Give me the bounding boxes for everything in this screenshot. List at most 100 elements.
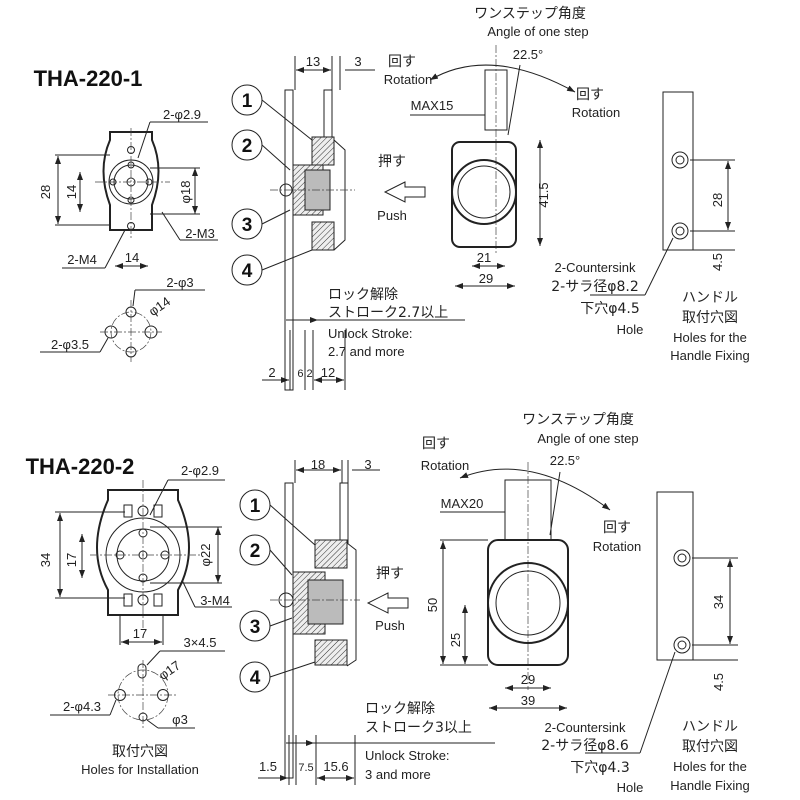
bottom-dim-1: 1.5 [259,759,277,774]
callout-2: 2 [250,541,261,562]
fixing-title-en-2: Handle Fixing [670,348,750,363]
callout-2: 2 [242,136,253,157]
height-dim: 28 [38,185,53,199]
front-view [55,121,218,269]
part-callouts: 1 2 3 4 [231,84,263,286]
rotation-right-en: Rotation [572,105,620,120]
dim-a: 18 [311,457,325,472]
unlock-en-2: 3 and more [365,767,431,782]
installation-holes [40,289,205,362]
height-dim: 34 [38,553,53,567]
tha-220-1-section: THA-220-1 2-φ2.9 28 14 φ18 2-M3 2-M4 14 … [34,6,750,391]
callout-4: 4 [250,668,261,689]
handle-view [410,45,576,289]
angle-value: 22.5° [513,47,544,62]
large-holes-label: 2-φ3.5 [51,337,89,352]
hole-jp: 下穴φ4.3 [570,760,630,776]
angle-jp: ワンステップ角度 [522,412,634,428]
push-en: Push [375,618,405,633]
push-en: Push [377,208,407,223]
tha-220-2-section: THA-220-2 2-φ2.9 34 17 φ22 3-M4 17 3×4.5 [26,412,750,795]
inner-height-dim: 17 [64,553,79,567]
installation-holes [50,650,225,730]
fixing-title-jp-1: ハンドル [682,290,738,306]
bottom-dim-3: 15.6 [323,759,348,774]
model-title: THA-220-2 [26,454,135,479]
width-dim: 17 [133,626,147,641]
model-title: THA-220-1 [34,66,143,91]
fixing-title-jp-1: ハンドル [682,719,738,735]
fixing-title-en-1: Holes for the [673,330,747,345]
install-title-jp: 取付穴図 [112,744,168,760]
hole-en: Hole [617,780,644,795]
install-title-en: Holes for Installation [81,762,199,777]
handle-height-dim: 41.5 [536,182,551,207]
screw-right-label: 3-M4 [200,593,230,608]
pcd-label: φ14 [146,294,173,319]
fixing-title-en-1: Holes for the [673,759,747,774]
screw-left-label: 2-M4 [67,252,97,267]
handle-lower-dim: 25 [448,633,463,647]
handle-width: 39 [521,693,535,708]
countersink-en: 2-Countersink [545,720,626,735]
angle-jp: ワンステップ角度 [474,6,586,22]
handle-height-dim: 50 [425,598,440,612]
unlock-jp-1: ロック解除 [365,701,435,717]
callout-4: 4 [242,261,253,282]
slot-label: 3×4.5 [184,635,217,650]
handle-view [440,462,611,711]
push-jp: 押す [376,566,404,582]
push-jp: 押す [378,154,406,170]
handle-inner-width: 29 [521,672,535,687]
hole-label: 2-φ2.9 [163,107,201,122]
rotation-right-jp: 回す [603,520,631,536]
unlock-en-1: Unlock Stroke: [365,748,450,763]
callout-1: 1 [242,91,253,112]
countersink-jp: 2-サラ径φ8.6 [541,738,629,754]
pcd-label: φ17 [156,658,183,683]
handle-fixing-view [590,91,735,296]
handle-width: 29 [479,271,493,286]
fixing-title-jp-2: 取付穴図 [682,310,738,326]
unlock-en-2: 2.7 and more [328,344,405,359]
rotation-left-jp: 回す [388,54,416,70]
rotation-right-jp: 回す [576,87,604,103]
angle-en: Angle of one step [537,431,638,446]
small-holes-label: 2-φ3 [166,275,193,290]
inner-height-dim: 14 [64,185,79,199]
fixing-offset: 4.5 [711,673,726,691]
fixing-offset: 4.5 [710,253,725,271]
callout-3: 3 [242,215,253,236]
bottom-dim-3: 12 [321,365,335,380]
handle-fixing-view [585,491,738,754]
unlock-en-1: Unlock Stroke: [328,326,413,341]
bottom-dim-2: 6.2 [297,368,312,380]
side-view [261,56,465,391]
callout-3: 3 [250,617,261,638]
unlock-jp-1: ロック解除 [328,287,398,303]
screw-right-label: 2-M3 [185,226,215,241]
fixing-title-en-2: Handle Fixing [670,778,750,793]
unlock-jp-2: ストローク3以上 [365,720,472,736]
front-view [55,479,232,645]
fixing-title-jp-2: 取付穴図 [682,739,738,755]
bottom-dim-1: 2 [268,365,275,380]
max-label: MAX20 [441,496,484,511]
dim-a: 13 [306,54,320,69]
handle-inner-width: 21 [477,250,491,265]
fixing-pitch: 34 [711,595,726,609]
callout-1: 1 [250,496,261,517]
fixing-pitch: 28 [710,193,725,207]
rotation-left-jp: 回す [422,436,450,452]
side-view [258,460,495,785]
width-dim: 14 [125,250,139,265]
hole-en: Hole [617,322,644,337]
rotation-left-en: Rotation [384,72,432,87]
small-hole-label: φ3 [172,712,188,727]
dim-b: 3 [354,54,361,69]
dim-b: 3 [364,457,371,472]
countersink-en: 2-Countersink [555,260,636,275]
diameter-dim: φ22 [198,544,213,567]
angle-en: Angle of one step [487,24,588,39]
countersink-jp: 2-サラ径φ8.2 [551,279,638,295]
